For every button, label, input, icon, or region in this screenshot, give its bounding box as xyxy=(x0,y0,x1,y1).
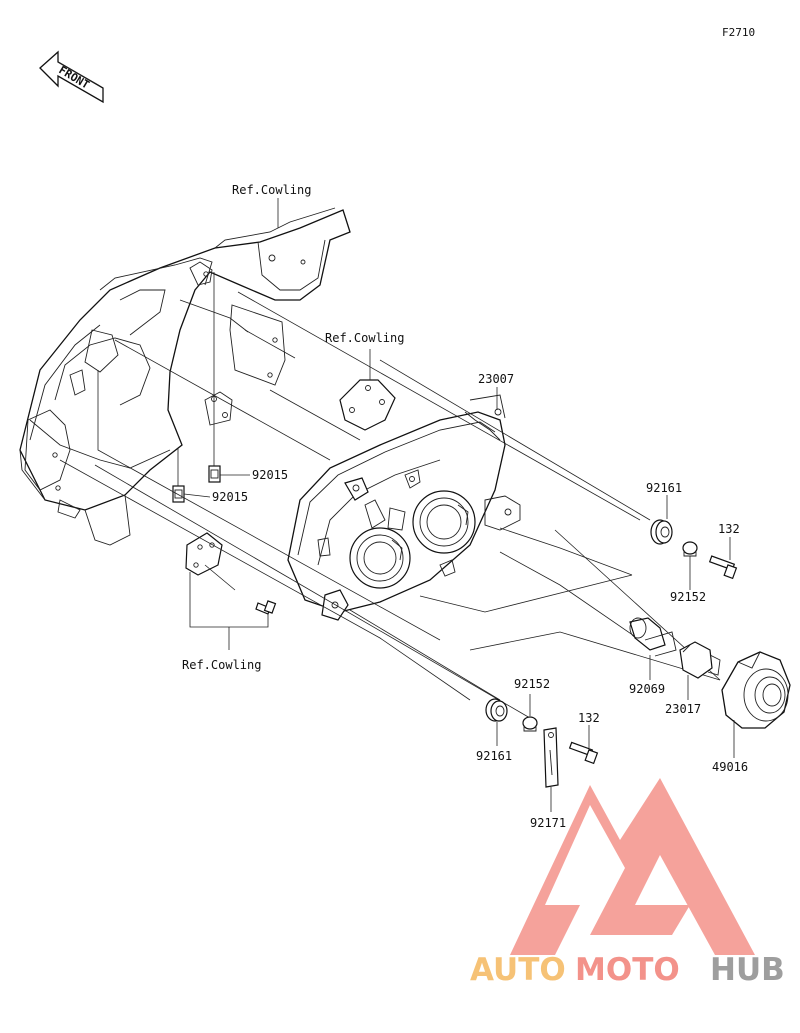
label-49016: 49016 xyxy=(712,760,748,774)
collar-92152-upper xyxy=(682,541,698,557)
label-92161-upper: 92161 xyxy=(646,481,682,495)
label-92161-lower: 92161 xyxy=(476,749,512,763)
front-arrow-label: FRONT xyxy=(56,63,91,91)
bolt-132-lower xyxy=(568,741,599,765)
diagram-code: F2710 xyxy=(722,26,755,39)
screw-small-left xyxy=(255,600,277,615)
label-92152-upper: 92152 xyxy=(670,590,706,604)
label-92015-a: 92015 xyxy=(252,468,288,482)
label-92069: 92069 xyxy=(629,682,665,696)
grommet-92161-upper xyxy=(650,519,673,545)
label-92171: 92171 xyxy=(530,816,566,830)
band-92171 xyxy=(543,727,559,788)
cover-cap-49016 xyxy=(721,651,791,729)
upper-cowling xyxy=(19,207,351,546)
clip-92015-lower xyxy=(172,485,185,503)
grommet-92161-lower xyxy=(485,698,508,722)
label-132-upper: 132 xyxy=(718,522,740,536)
label-ref-cowling-bottom: Ref.Cowling xyxy=(182,658,261,672)
label-ref-cowling-mid: Ref.Cowling xyxy=(325,331,404,345)
label-23007: 23007 xyxy=(478,372,514,386)
label-92152-lower: 92152 xyxy=(514,677,550,691)
front-arrow-icon: FRONT xyxy=(39,50,104,104)
socket-23017 xyxy=(679,641,721,679)
label-ref-cowling-top: Ref.Cowling xyxy=(232,183,311,197)
watermark-auto: AUTO xyxy=(470,952,566,988)
watermark-triangle-icon xyxy=(510,778,755,955)
bracket-mid xyxy=(339,379,396,431)
label-92015-b: 92015 xyxy=(212,490,248,504)
watermark-moto: MOTO xyxy=(575,952,680,988)
bolt-132-upper xyxy=(708,555,738,580)
label-132-lower: 132 xyxy=(578,711,600,725)
watermark-logo xyxy=(510,778,755,955)
watermark-hub: HUB xyxy=(710,952,785,988)
clip-92015-upper xyxy=(208,465,221,483)
label-23017: 23017 xyxy=(665,702,701,716)
bulb-92069 xyxy=(629,617,677,657)
headlight-assembly xyxy=(287,394,521,621)
bracket-bottom-left xyxy=(185,532,223,576)
collar-92152-lower xyxy=(522,716,538,732)
